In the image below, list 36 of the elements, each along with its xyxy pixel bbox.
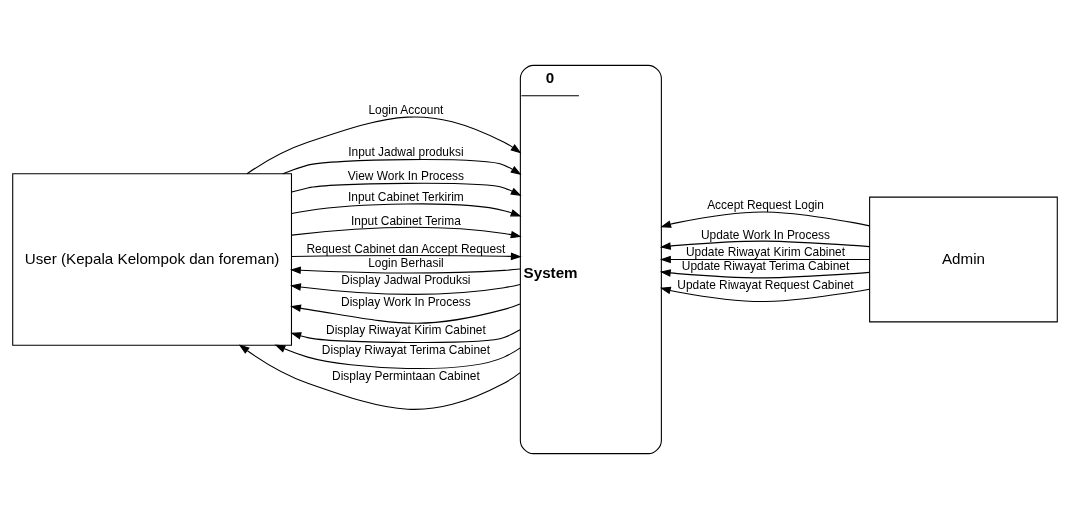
edge-label: Display Jadwal Produksi xyxy=(341,273,471,288)
arrow xyxy=(291,203,522,217)
arrow xyxy=(291,226,522,239)
arrow xyxy=(659,269,870,279)
edge-label: Request Cabinet dan Accept Request xyxy=(306,241,506,256)
edge-label: Accept Request Login xyxy=(707,198,824,213)
arrow xyxy=(290,303,521,324)
edge-label: Input Cabinet Terkirim xyxy=(348,189,464,204)
arrow xyxy=(274,344,521,369)
edge-label: Update Work In Process xyxy=(701,227,830,242)
edge-label: Display Riwayat Kirim Cabinet xyxy=(326,323,486,338)
arrow xyxy=(282,159,522,175)
edge-label: Login Berhasil xyxy=(368,255,444,270)
arrow xyxy=(290,252,522,261)
node-box: User (Kepala Kelompok dan foreman) xyxy=(12,173,293,346)
arrow xyxy=(290,283,521,295)
edge-label: Display Work In Process xyxy=(341,294,471,309)
node-box: Admin xyxy=(869,196,1058,323)
edge-label: Display Permintaan Cabinet xyxy=(332,368,480,383)
edge-label: View Work In Process xyxy=(347,169,465,184)
arrow xyxy=(659,240,870,250)
edge-label: Input Jadwal produksi xyxy=(348,145,464,160)
edge-label: Input Cabinet Terima xyxy=(351,213,461,228)
edge-label: Update Riwayat Kirim Cabinet xyxy=(685,245,846,260)
arrow xyxy=(238,344,521,410)
arrow xyxy=(659,286,870,303)
edge-label: Update Riwayat Request Cabinet xyxy=(677,277,854,292)
arrow xyxy=(290,266,521,274)
arrow xyxy=(660,255,871,264)
arrow xyxy=(246,116,522,175)
arrow xyxy=(291,182,522,196)
arrow xyxy=(660,211,871,228)
arrow xyxy=(290,329,521,344)
edge-label: Login Account xyxy=(368,102,444,117)
edge-label: Update Riwayat Terima Cabinet xyxy=(681,259,850,274)
edge-label: Display Riwayat Terima Cabinet xyxy=(321,342,490,357)
